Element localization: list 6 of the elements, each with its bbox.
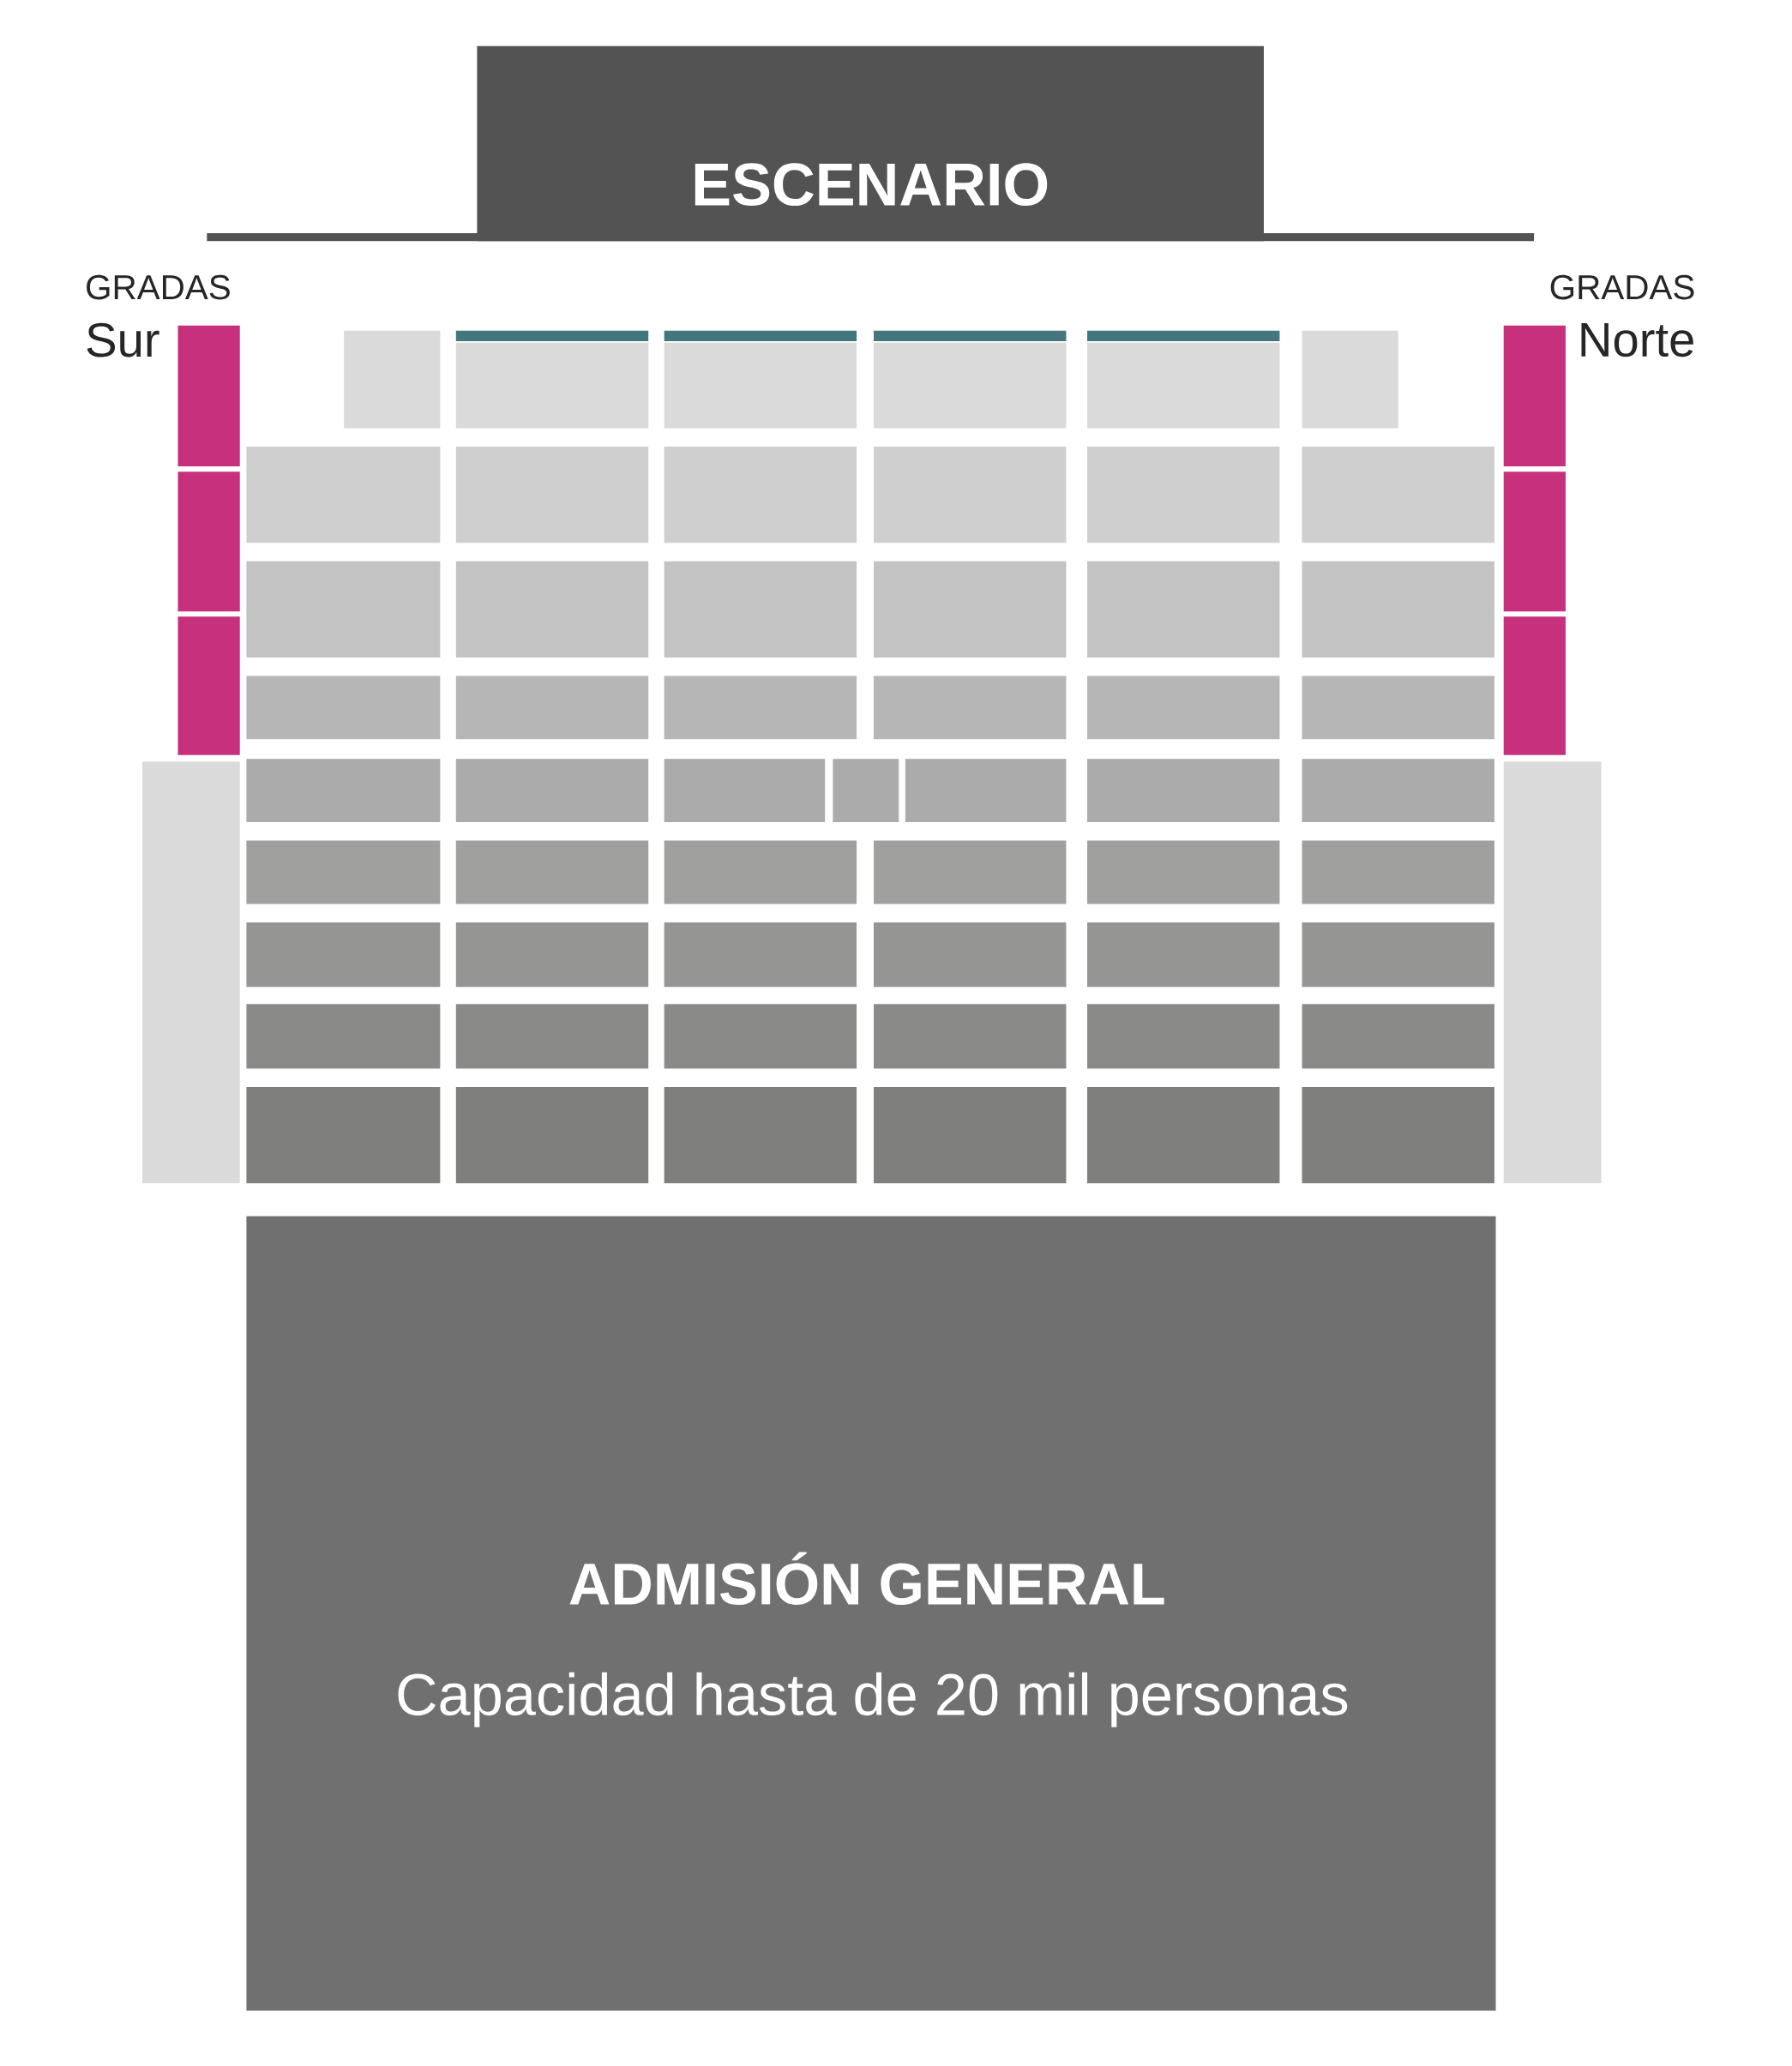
section-label: Norte [1581, 322, 1693, 357]
section-label: Sur [87, 322, 159, 357]
stage-box: ESCENARIO [477, 45, 1264, 242]
section-label: GRADAS [1550, 274, 1694, 300]
section-label: GRADAS [86, 274, 230, 300]
admission-area: ADMISIÓN GENERAL Capacidad hasta de 20 mil personas [246, 1216, 1496, 2011]
